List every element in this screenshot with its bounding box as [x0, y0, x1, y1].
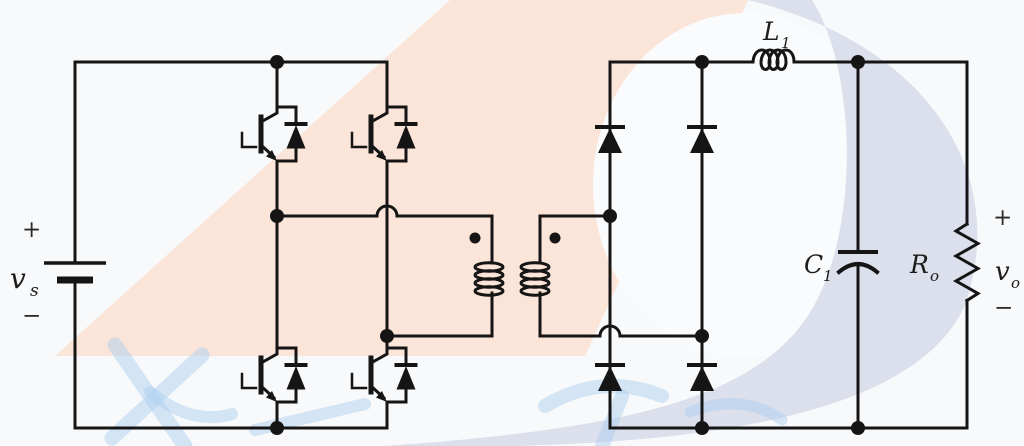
transformer-primary-winding	[473, 261, 505, 297]
labels: + v s − L 1 C 1 R o + v o −	[10, 17, 1020, 329]
output-plus-sign: +	[993, 205, 1012, 231]
output-voltage-subscript: o	[1011, 274, 1020, 292]
capacitor-label: C	[804, 250, 823, 279]
source-voltage-subscript: s	[30, 281, 39, 301]
watermark-lavender-swoosh	[385, 0, 978, 446]
watermark-peach-triangle	[55, 0, 748, 356]
junction-dots	[270, 55, 865, 435]
resistor-subscript: o	[930, 267, 939, 285]
secondary-polarity-dot	[549, 232, 561, 244]
inductor-label: L	[762, 17, 780, 46]
output-voltage-label: v	[995, 257, 1010, 287]
load-resistor-Ro	[952, 60, 982, 430]
watermark-white-hole	[593, 13, 897, 357]
secondary-rectifier-circuit	[538, 48, 982, 430]
igbt-switch-top-left	[242, 107, 306, 161]
primary-top-wire	[275, 214, 494, 265]
secondary-top-wire	[538, 214, 612, 265]
primary-bottom-wire	[385, 291, 494, 338]
primary-bridge-circuit	[44, 60, 494, 430]
source-minus-sign: −	[22, 303, 41, 329]
wire-hop-left	[375, 204, 399, 218]
inductor-subscript: 1	[781, 34, 791, 52]
source-plus-sign: +	[22, 217, 41, 243]
secondary-bottom-wire	[538, 291, 704, 338]
rectifier-diode-bottom-left	[595, 363, 625, 393]
resistor-label: R	[909, 250, 929, 279]
source-voltage-label: v	[10, 262, 26, 295]
transformer-secondary-winding	[519, 261, 551, 297]
isolation-transformer	[469, 232, 561, 297]
filter-inductor-L1	[751, 48, 796, 71]
igbt-switch-bottom-right	[352, 348, 416, 402]
capacitor-subscript: 1	[823, 267, 833, 285]
filter-capacitor-C1	[836, 60, 880, 430]
output-minus-sign: −	[994, 295, 1013, 321]
primary-polarity-dot	[469, 232, 481, 244]
igbt-switch-bottom-left	[242, 348, 306, 402]
rectifier-diode-bottom-right	[687, 363, 717, 393]
background-watermark	[55, 0, 978, 446]
dc-voltage-source-battery	[44, 60, 106, 430]
